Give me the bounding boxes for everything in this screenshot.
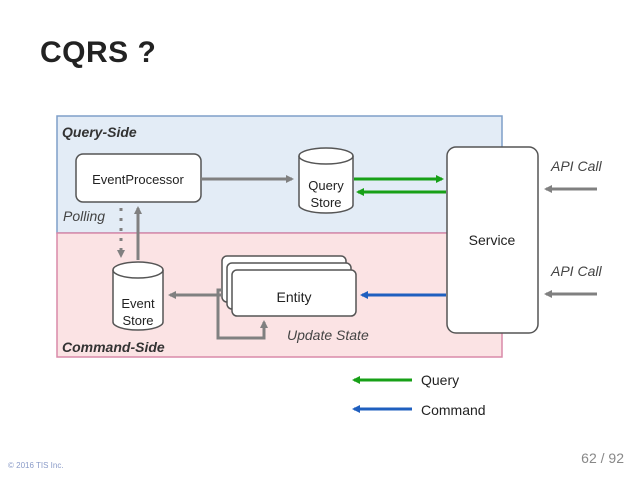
- query-store-label-line1: Query: [308, 178, 344, 193]
- api-call-top-label: API Call: [550, 158, 602, 174]
- polling-label: Polling: [63, 208, 105, 224]
- copyright-notice: © 2016 TIS Inc.: [8, 461, 64, 470]
- entity-label: Entity: [276, 289, 311, 305]
- query-side-label: Query-Side: [62, 124, 137, 140]
- command-side-label: Command-Side: [62, 339, 165, 355]
- api-call-bottom-label: API Call: [550, 263, 602, 279]
- update-state-label: Update State: [287, 327, 369, 343]
- page-title: CQRS ?: [40, 36, 157, 69]
- query-store-cylinder: [298, 147, 354, 214]
- service-label: Service: [469, 232, 516, 248]
- event-store-label-line1: Event: [121, 296, 155, 311]
- entity-box: [231, 269, 357, 317]
- legend-query-label: Query: [421, 372, 459, 388]
- legend-command-label: Command: [421, 402, 486, 418]
- query-store-label-line2: Store: [310, 195, 341, 210]
- event-processor-label: EventProcessor: [92, 172, 184, 187]
- service-box: [446, 146, 539, 334]
- update-state-loop-arrow: [216, 288, 268, 340]
- event-store-cylinder: [112, 261, 164, 331]
- page-number: 62 / 92: [581, 450, 624, 466]
- event-store-label-line2: Store: [122, 313, 153, 328]
